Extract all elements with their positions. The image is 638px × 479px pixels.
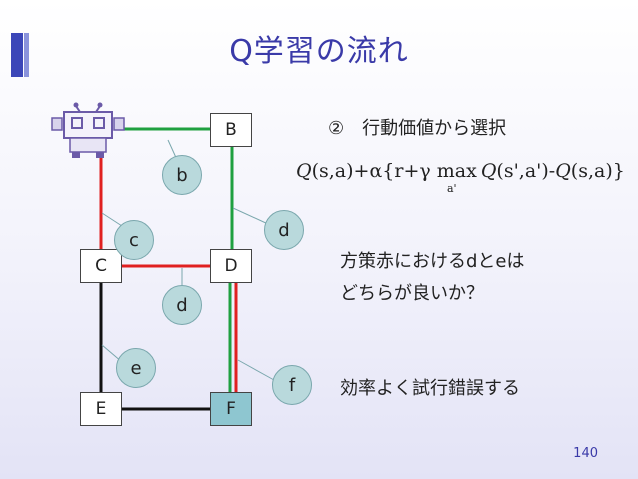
max-subscript: a' — [447, 182, 457, 195]
pointer-c — [101, 212, 123, 227]
bubble-d-top: d — [264, 210, 304, 250]
bubble-f: f — [272, 365, 312, 405]
bubble-c: c — [114, 220, 154, 260]
bubble-e: e — [116, 348, 156, 388]
node-d: D — [210, 249, 252, 283]
node-c: C — [80, 249, 122, 283]
question-line-2: どちらが良いか？ — [340, 283, 484, 304]
node-e: E — [80, 392, 122, 426]
pointer-d-top — [232, 207, 269, 225]
robot-icon — [51, 102, 125, 158]
node-f-goal: F — [210, 392, 252, 426]
slide-title: Q学習の流れ — [229, 34, 409, 69]
node-b: B — [210, 113, 252, 147]
conclusion-text: 効率よく試行錯誤する — [340, 378, 520, 399]
bubble-b: b — [162, 155, 202, 195]
accent-bar — [11, 33, 23, 77]
pointer-f — [237, 359, 275, 381]
page-number: 140 — [573, 446, 598, 461]
question-line-1: 方策赤におけるdとeは — [340, 251, 525, 272]
step-heading: ② 行動価値から選択 — [328, 118, 507, 139]
accent-bar-light — [24, 33, 29, 77]
bubble-d-mid: d — [162, 285, 202, 325]
